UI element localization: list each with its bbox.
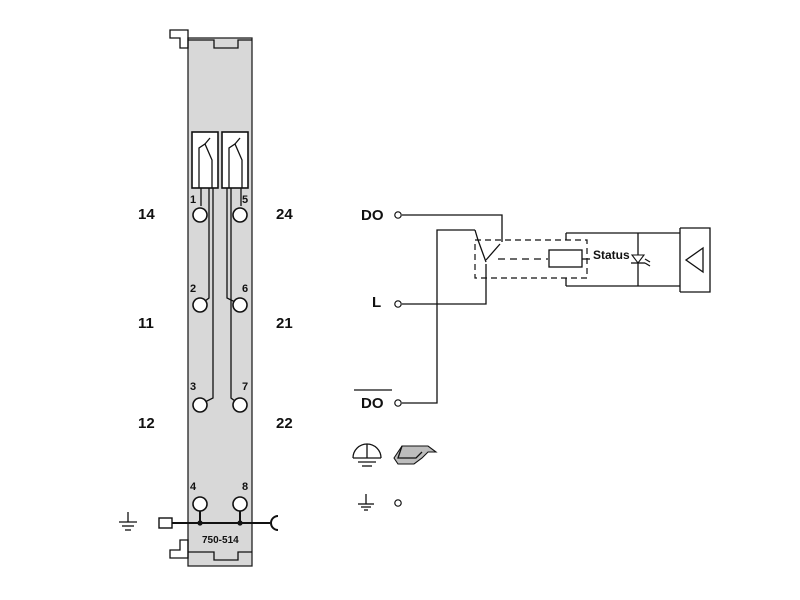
ground-icon (358, 494, 374, 511)
status-label: Status (593, 248, 630, 262)
do-bar-label: DO (361, 395, 384, 412)
terminal-6 (232, 297, 248, 313)
ground-terminal (394, 499, 402, 507)
terminal-1 (192, 207, 208, 223)
l-terminal (394, 300, 402, 308)
do-bar-terminal (394, 399, 402, 407)
ground-icon (119, 512, 137, 531)
terminal-7 (232, 397, 248, 413)
l-label: L (372, 294, 381, 311)
relay-block-right (221, 131, 249, 189)
status-triangle-icon (679, 227, 711, 293)
pin-4-label: 4 (190, 481, 197, 493)
terminal-8 (232, 496, 248, 512)
contact-24-label: 24 (276, 206, 293, 223)
contact-22-label: 22 (276, 415, 293, 432)
pin-3-label: 3 (190, 381, 196, 393)
do-terminal (394, 211, 402, 219)
ground-bus (158, 511, 279, 531)
pin-7-label: 7 (242, 381, 248, 393)
terminal-3 (192, 397, 208, 413)
din-rail-icon (393, 445, 438, 465)
terminal-2 (192, 297, 208, 313)
led-icon (630, 254, 651, 267)
pin-6-label: 6 (242, 283, 248, 295)
pin-5-label: 5 (242, 194, 248, 206)
relay-coil (548, 249, 583, 268)
schematic-wiring (402, 214, 548, 404)
pin-8-label: 8 (242, 481, 248, 493)
pin-1-label: 1 (190, 194, 196, 206)
contact-21-label: 21 (276, 315, 293, 332)
contact-12-label: 12 (138, 415, 155, 432)
do-label: DO (361, 207, 384, 224)
terminal-5 (232, 207, 248, 223)
part-number: 750-514 (202, 535, 239, 546)
earth-ground-icon (352, 443, 382, 467)
contact-14-label: 14 (138, 206, 155, 223)
terminal-4 (192, 496, 208, 512)
contact-11-label: 11 (138, 315, 154, 332)
terminals (192, 207, 248, 512)
relay-block-left (191, 131, 219, 189)
pin-2-label: 2 (190, 283, 196, 295)
